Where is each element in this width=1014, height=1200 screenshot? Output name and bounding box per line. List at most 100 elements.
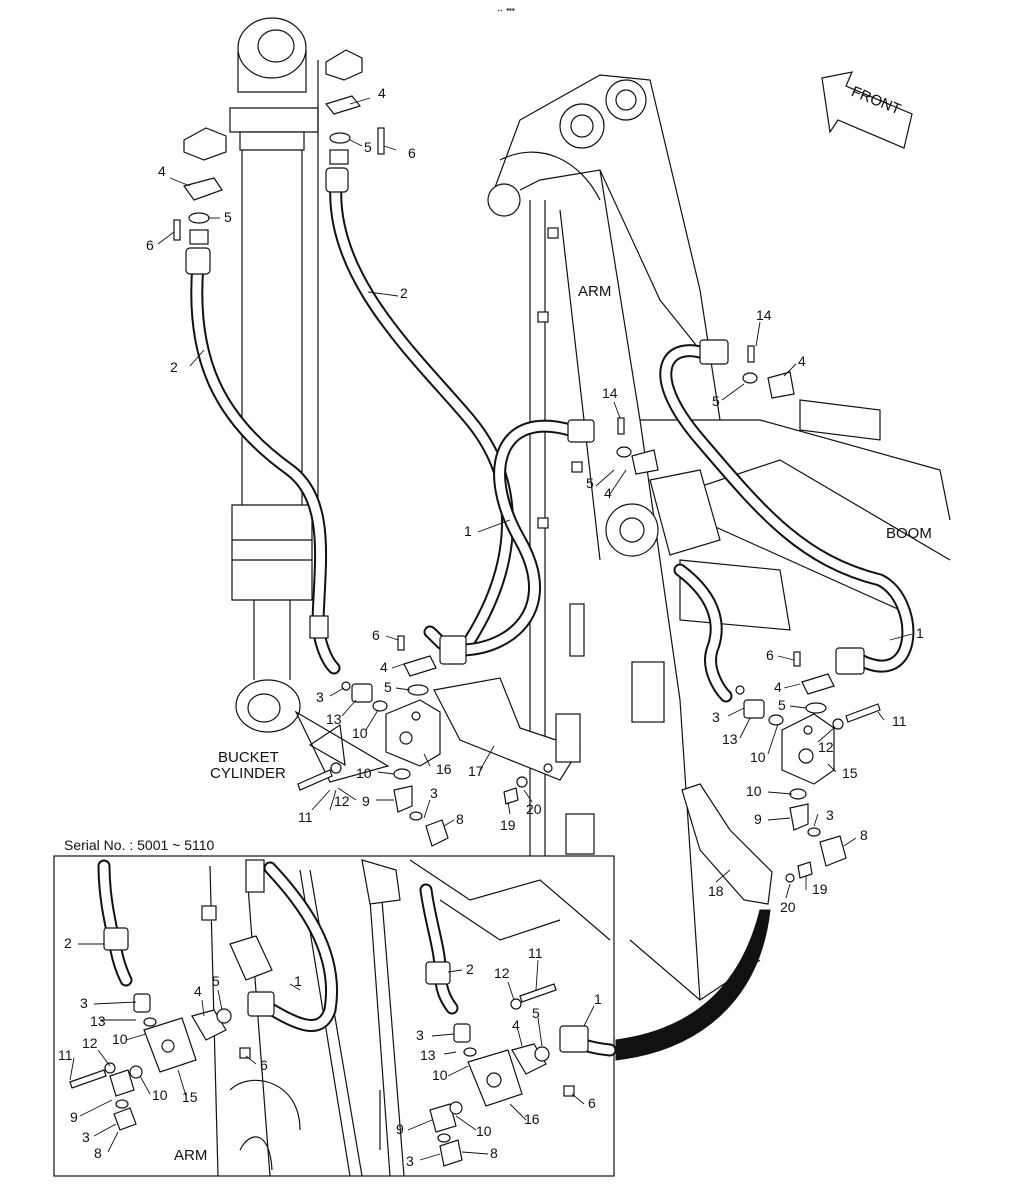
callouts-main: 4 5 6 4 5 6 2 2 14 4 5 14 5 4 1 1 6 4 5 … bbox=[146, 85, 924, 915]
inset-callout-5b: 5 bbox=[532, 1005, 540, 1021]
inset-callout-12b: 12 bbox=[494, 965, 510, 981]
callout-4c: 4 bbox=[798, 353, 806, 369]
callout-1a: 1 bbox=[464, 523, 472, 539]
callout-19a: 19 bbox=[500, 817, 516, 833]
callout-17: 17 bbox=[468, 763, 484, 779]
callout-5f: 5 bbox=[778, 697, 786, 713]
callout-4d: 4 bbox=[604, 485, 612, 501]
callout-9b: 9 bbox=[754, 811, 762, 827]
inset-callout-13b: 13 bbox=[420, 1047, 436, 1063]
callout-10d: 10 bbox=[746, 783, 762, 799]
front-arrow-icon bbox=[821, 71, 913, 149]
callout-2b: 2 bbox=[400, 285, 408, 301]
callout-5a: 5 bbox=[224, 209, 232, 225]
callout-6d: 6 bbox=[766, 647, 774, 663]
inset-callout-10d: 10 bbox=[476, 1123, 492, 1139]
label-boom: BOOM bbox=[886, 525, 932, 542]
inset-callout-6b: 6 bbox=[588, 1095, 596, 1111]
callout-13b: 13 bbox=[722, 731, 738, 747]
inset-callout-3a: 3 bbox=[80, 995, 88, 1011]
inset-callout-8a: 8 bbox=[94, 1145, 102, 1161]
callout-10b: 10 bbox=[356, 765, 372, 781]
callout-20b: 20 bbox=[780, 899, 796, 915]
label-bucket: BUCKET bbox=[218, 749, 279, 766]
inset-callout-9b: 9 bbox=[396, 1121, 404, 1137]
leader-lines bbox=[157, 97, 913, 899]
inset-callout-13a: 13 bbox=[90, 1013, 106, 1029]
callout-3b: 3 bbox=[430, 785, 438, 801]
inset-callout-3b: 3 bbox=[82, 1129, 90, 1145]
callout-14a: 14 bbox=[756, 307, 772, 323]
callout-4e: 4 bbox=[380, 659, 388, 675]
callout-11a: 11 bbox=[298, 809, 313, 825]
callout-2a: 2 bbox=[170, 359, 178, 375]
boom-structure bbox=[605, 399, 951, 1061]
inset-hoses bbox=[97, 859, 617, 1057]
callout-4b: 4 bbox=[378, 85, 386, 101]
label-arm-top: ARM bbox=[578, 283, 611, 300]
callout-5d: 5 bbox=[586, 475, 594, 491]
hose-boom-lower bbox=[673, 563, 733, 703]
callout-13a: 13 bbox=[326, 711, 342, 727]
callout-1b: 1 bbox=[916, 625, 924, 641]
inset-callout-2b: 2 bbox=[466, 961, 474, 977]
callout-14b: 14 bbox=[602, 385, 618, 401]
inset-callout-1a: 1 bbox=[294, 973, 302, 989]
hose-2-left bbox=[185, 247, 341, 675]
callout-5b: 5 bbox=[364, 139, 372, 155]
front-label: FRONT bbox=[849, 83, 903, 118]
inset-callout-8b: 8 bbox=[490, 1145, 498, 1161]
header-mark: ↔ ▪▪▪ bbox=[496, 5, 515, 14]
inset-callout-5a: 5 bbox=[212, 973, 220, 989]
label-arm-inset: ARM bbox=[174, 1147, 207, 1164]
callout-10c: 10 bbox=[750, 749, 766, 765]
callout-4a: 4 bbox=[158, 163, 166, 179]
callout-12b: 12 bbox=[818, 739, 834, 755]
inset-callout-12a: 12 bbox=[82, 1035, 98, 1051]
callout-8a: 8 bbox=[456, 811, 464, 827]
inset-callout-10b: 10 bbox=[152, 1087, 168, 1103]
inset-callout-4b: 4 bbox=[512, 1017, 520, 1033]
callout-8b: 8 bbox=[860, 827, 868, 843]
callout-16a: 16 bbox=[436, 761, 452, 777]
inset-callout-10c: 10 bbox=[432, 1067, 448, 1083]
hose-2-right bbox=[325, 167, 514, 655]
callout-4f: 4 bbox=[774, 679, 782, 695]
callout-3c: 3 bbox=[712, 709, 720, 725]
hose-1-left bbox=[439, 419, 595, 665]
callout-5e: 5 bbox=[384, 679, 392, 695]
callout-10a: 10 bbox=[352, 725, 368, 741]
inset-fittings bbox=[69, 983, 575, 1167]
callout-6c: 6 bbox=[372, 627, 380, 643]
inset-callout-16: 16 bbox=[524, 1111, 540, 1127]
inset-leaders bbox=[69, 943, 595, 1161]
inset-callout-4a: 4 bbox=[194, 983, 202, 999]
inset-callout-10a: 10 bbox=[112, 1031, 128, 1047]
arm-structure bbox=[487, 74, 721, 1100]
inset-callout-11a: 11 bbox=[58, 1047, 73, 1063]
callout-6a: 6 bbox=[146, 237, 154, 253]
bucket-cylinder bbox=[229, 17, 390, 783]
cylinder-clamp bbox=[183, 49, 363, 161]
callout-18: 18 bbox=[708, 883, 724, 899]
inset-callout-6a: 6 bbox=[260, 1057, 268, 1073]
hose-arm-top bbox=[659, 339, 915, 675]
label-cylinder: CYLINDER bbox=[210, 765, 286, 782]
callout-6b: 6 bbox=[408, 145, 416, 161]
inset-structure bbox=[201, 859, 611, 1177]
inset-callout-2a: 2 bbox=[64, 935, 72, 951]
inset-callouts: 2 1 3 13 10 5 4 11 12 6 10 15 9 3 8 2 11… bbox=[58, 935, 602, 1169]
callout-5c: 5 bbox=[712, 393, 720, 409]
inset-callout-11b: 11 bbox=[528, 945, 543, 961]
inset-callout-3d: 3 bbox=[406, 1153, 414, 1169]
callout-12a: 12 bbox=[334, 793, 350, 809]
callout-15a: 15 bbox=[842, 765, 858, 781]
callout-20a: 20 bbox=[526, 801, 542, 817]
inset-callout-15: 15 bbox=[182, 1089, 198, 1105]
inset-callout-1b: 1 bbox=[594, 991, 602, 1007]
inset-callout-3c: 3 bbox=[416, 1027, 424, 1043]
callout-9a: 9 bbox=[362, 793, 370, 809]
callout-11b: 11 bbox=[892, 713, 907, 729]
